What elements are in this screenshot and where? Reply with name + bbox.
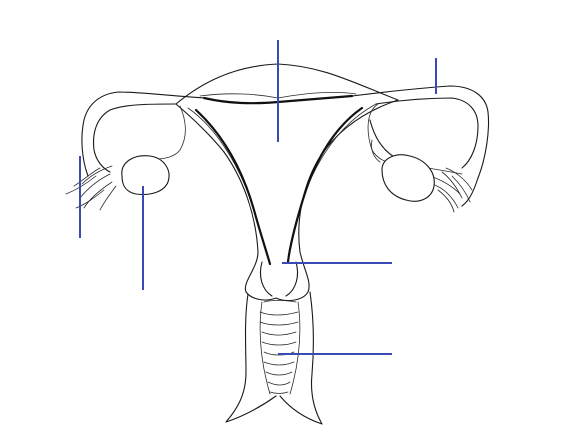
left-ovary xyxy=(121,155,170,196)
leader-lines xyxy=(79,40,437,355)
vagina xyxy=(225,291,323,425)
uterus-body xyxy=(175,63,399,302)
right-ovary xyxy=(371,139,435,202)
